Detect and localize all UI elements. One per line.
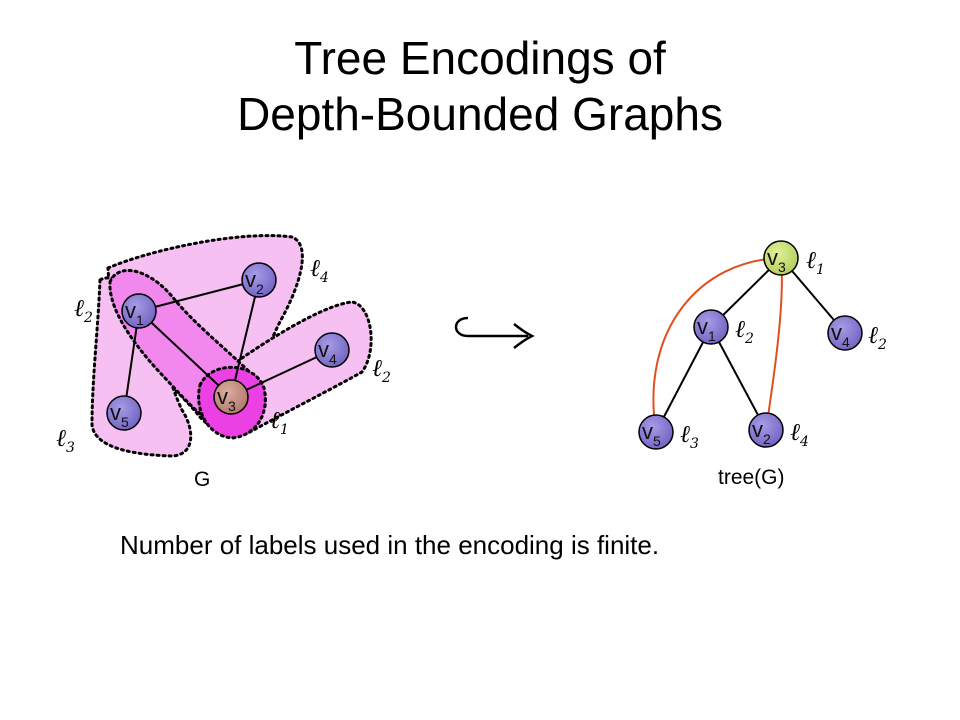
svg-text:ℓ2: ℓ2 — [868, 321, 887, 353]
label-g-l1: ℓ1 — [270, 406, 289, 438]
svg-text:ℓ4: ℓ4 — [790, 418, 809, 450]
node-g-v2: v2 — [241, 262, 277, 298]
label-g-l2-right: ℓ2 — [372, 354, 391, 386]
svg-text:v2: v2 — [245, 267, 264, 297]
title-line-1: Tree Encodings of — [294, 32, 666, 84]
svg-text:v3: v3 — [767, 245, 786, 275]
label-g-l2-left: ℓ2 — [74, 294, 93, 326]
caption-g: G — [194, 468, 210, 491]
back-edge-v3-v5 — [652, 257, 782, 433]
tree-node-v2: v2 ℓ4 — [748, 412, 809, 450]
edge-v2-v3 — [230, 279, 260, 398]
node-g-v4: v4 — [314, 332, 350, 368]
label-g-l4: ℓ4 — [310, 254, 329, 286]
title-line-2: Depth-Bounded Graphs — [237, 88, 723, 140]
svg-text:v3: v3 — [217, 384, 236, 414]
tree-node-v3: v3 ℓ1 — [763, 240, 825, 278]
node-g-v3: v3 — [213, 379, 249, 415]
svg-text:v4: v4 — [831, 320, 850, 350]
svg-text:v4: v4 — [318, 337, 337, 367]
node-g-v5: v5 — [106, 395, 142, 431]
svg-text:v5: v5 — [642, 419, 661, 449]
svg-text:v5: v5 — [110, 400, 129, 430]
svg-text:v2: v2 — [752, 417, 771, 447]
node-g-v1: v1 — [121, 293, 157, 329]
svg-text:ℓ1: ℓ1 — [806, 246, 825, 278]
hook-arrow-icon — [454, 316, 535, 349]
svg-text:ℓ2: ℓ2 — [735, 315, 754, 347]
caption-tree-g: tree(G) — [718, 466, 785, 489]
back-edge-v3-v2 — [765, 257, 783, 431]
tree-edge-v1-v2 — [710, 326, 767, 431]
svg-text:v1: v1 — [125, 298, 144, 328]
slide-title: Tree Encodings of Depth-Bounded Graphs — [0, 30, 960, 142]
edge-v1-v3 — [138, 310, 232, 398]
tree-node-v1: v1 ℓ2 — [693, 309, 754, 347]
edge-v1-v2 — [138, 279, 260, 312]
tree-edge-v1-v5 — [655, 326, 712, 433]
edge-v4-v3 — [230, 349, 333, 398]
graph-g: v1 v2 v3 v4 v5 ℓ4 ℓ2 ℓ2 ℓ3 ℓ1 G — [56, 234, 391, 491]
footnote-text: Number of labels used in the encoding is… — [120, 530, 660, 560]
svg-text:v1: v1 — [697, 314, 716, 344]
tree-node-v4: v4 ℓ2 — [827, 315, 887, 353]
svg-text:ℓ3: ℓ3 — [680, 420, 699, 452]
tree-g: v3 ℓ1 v1 ℓ2 v4 ℓ2 v5 ℓ3 v2 ℓ4 tree(G) — [638, 240, 887, 489]
label-g-l3: ℓ3 — [56, 424, 75, 456]
tree-node-v5: v5 ℓ3 — [638, 414, 699, 452]
